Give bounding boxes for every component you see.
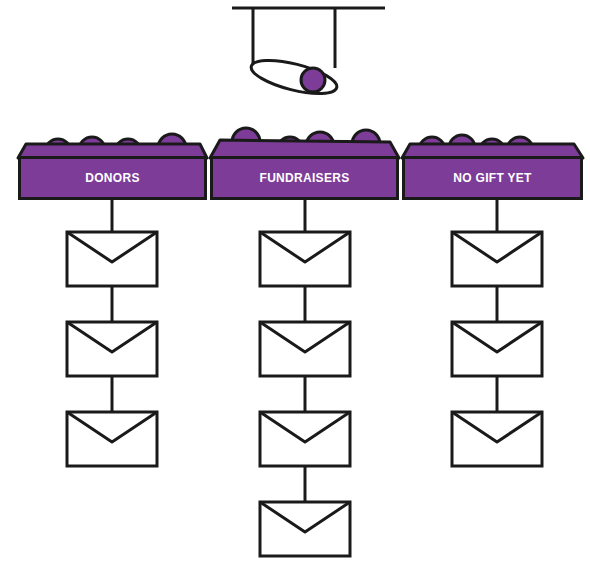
hopper (232, 8, 385, 100)
category-bin: FUNDRAISERS (210, 156, 399, 200)
category-bin: NO GIFT YET (402, 156, 583, 200)
bin-label: FUNDRAISERS (260, 171, 350, 185)
bin-label: DONORS (85, 171, 139, 185)
envelopes (67, 232, 542, 556)
bin-label: NO GIFT YET (453, 171, 531, 185)
category-bin: DONORS (18, 156, 207, 200)
chain-lines (112, 199, 497, 502)
